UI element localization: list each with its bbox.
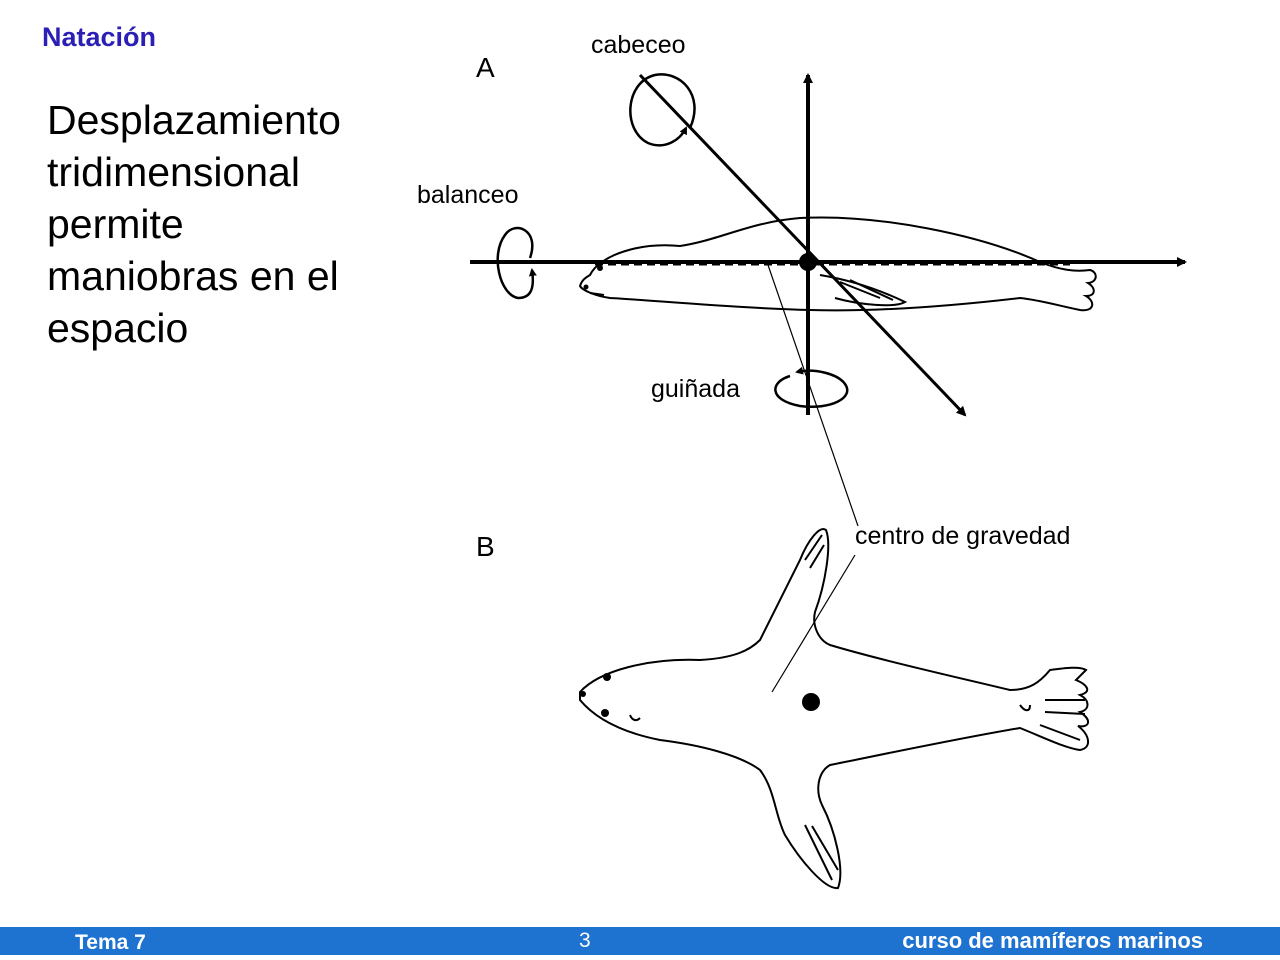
footer-bar: Tema 7 3 curso de mamíferos marinos <box>0 927 1280 955</box>
body-line: espacio <box>47 305 189 351</box>
body-line: tridimensional <box>47 149 300 195</box>
footer-topic: Tema 7 <box>75 931 146 954</box>
center-of-gravity-label: centro de gravedad <box>855 522 1071 550</box>
page-number: 3 <box>579 929 591 952</box>
seal-top-view <box>579 528 1089 890</box>
body-line: maniobras en el <box>47 253 339 299</box>
seal-side-view <box>578 216 1097 312</box>
yaw-label: guiñada <box>651 375 740 403</box>
roll-label: balanceo <box>417 181 519 209</box>
section-title: Natación <box>42 22 157 52</box>
pitch-label: cabeceo <box>591 31 686 59</box>
footer-course-name: curso de mamíferos marinos <box>902 928 1203 953</box>
body-line: permite <box>47 201 184 247</box>
center-of-gravity-dot <box>799 253 817 271</box>
center-of-gravity-dot-top <box>802 693 820 711</box>
slide-body-text: Desplazamiento tridimensional permite ma… <box>47 94 407 354</box>
panel-a-label: A <box>476 52 495 83</box>
panel-b-label: B <box>476 531 495 562</box>
body-line: Desplazamiento <box>47 97 341 143</box>
pitch-axis <box>638 73 967 417</box>
